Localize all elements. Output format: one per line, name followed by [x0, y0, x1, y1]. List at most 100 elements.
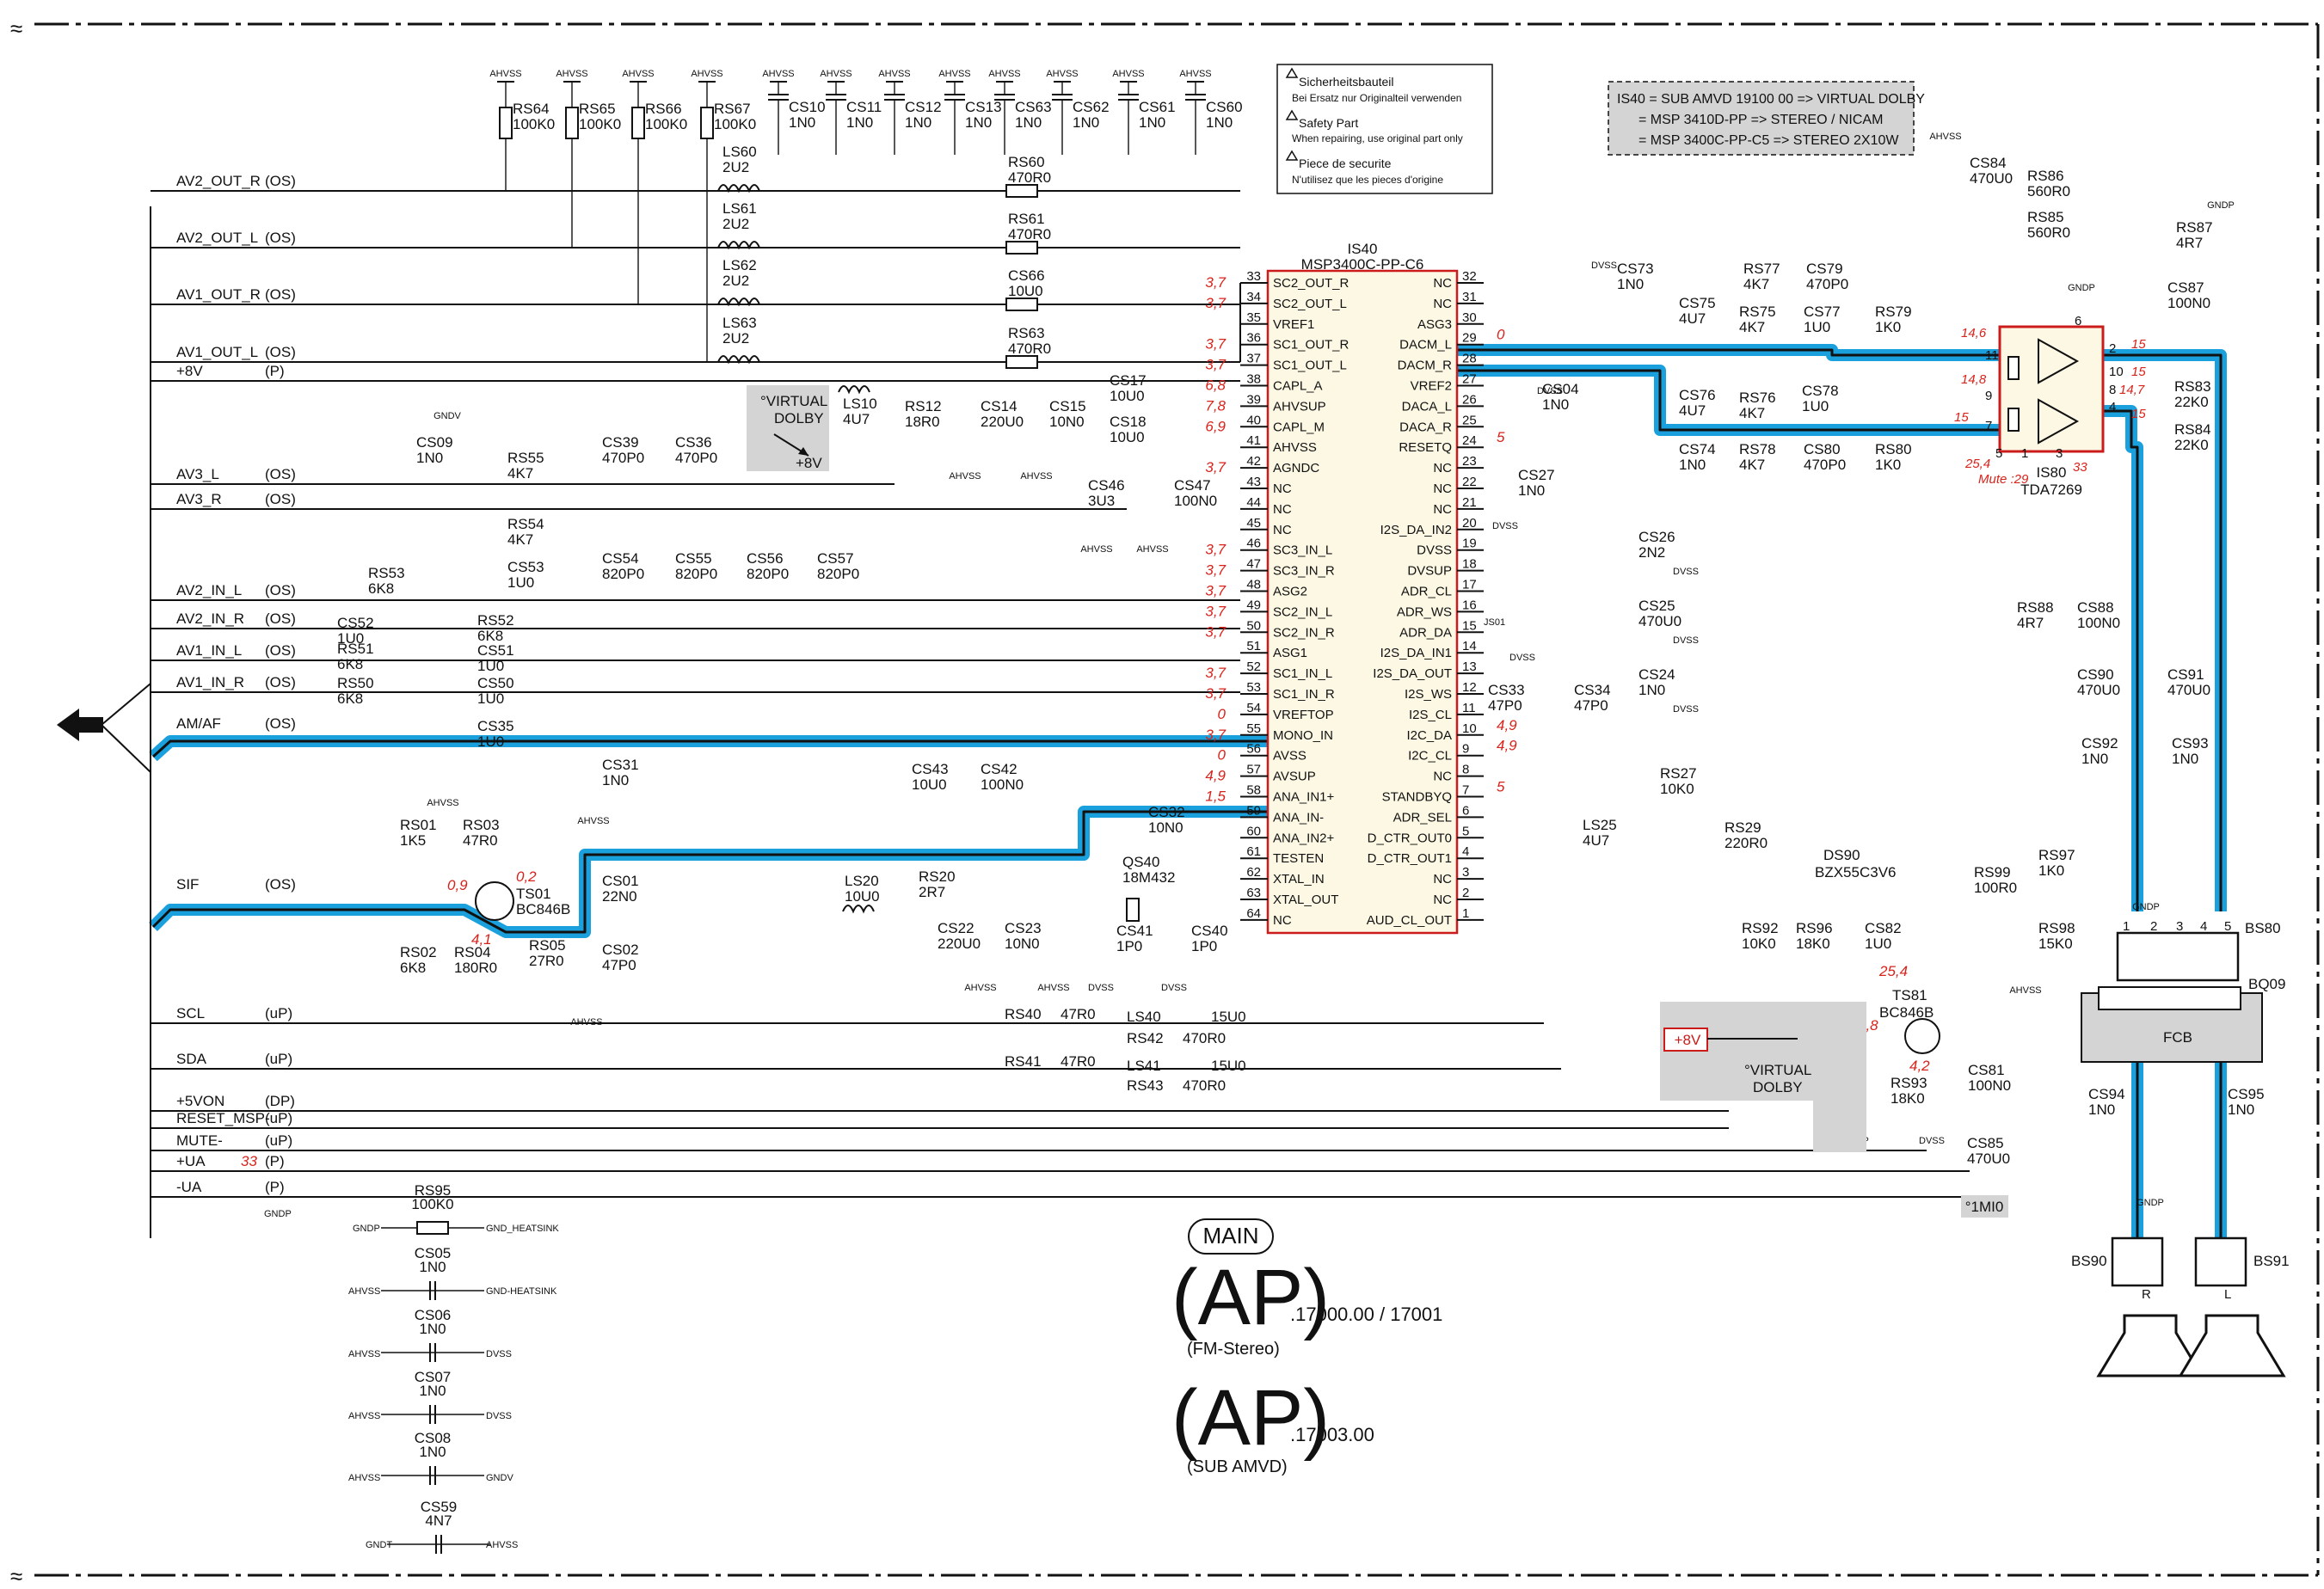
input-part-value: 1U0 — [477, 733, 504, 750]
bs91-body — [2194, 1236, 2247, 1287]
ground-label: AHVSS — [348, 1286, 380, 1297]
input-part-value: 6K8 — [368, 580, 394, 597]
input-part-ref: CS56 — [747, 550, 784, 567]
sif-part-ref: CS02 — [602, 942, 639, 958]
ic-pin-number-left: 45 — [1246, 516, 1261, 531]
signal-tag: (DP) — [265, 1093, 295, 1109]
mute-part-ref: CS82 — [1865, 920, 1902, 936]
bs90-channel: R — [2142, 1287, 2151, 1302]
ic-pin-number-right: 29 — [1462, 331, 1477, 346]
bs91-channel: L — [2224, 1287, 2231, 1302]
input-part-value: 820P0 — [675, 566, 717, 582]
right-part-value: 1N0 — [1518, 482, 1545, 499]
input-part-value: 100N0 — [981, 776, 1024, 793]
input-part-ref: CS42 — [981, 761, 1018, 777]
right-part-value: 1N0 — [1542, 396, 1569, 413]
ground-label: GND_HEATSINK — [486, 1224, 559, 1234]
ic-is40-ref: IS40 — [1348, 241, 1378, 257]
ground-label: AHVSS — [348, 1411, 380, 1421]
ground-label: DVSS — [1673, 704, 1699, 715]
ic-pin-voltage-left: 3,7 — [1205, 603, 1226, 619]
ic-pin-name-right: DVSS — [1417, 543, 1452, 558]
right-part-value: 1N0 — [1679, 457, 1706, 473]
input-part-ref: CS35 — [477, 718, 514, 734]
right-part-ref: RS78 — [1739, 441, 1776, 457]
break-mark-bottom: ≈ — [10, 1563, 22, 1589]
signal-label: AV1_OUT_R — [176, 286, 261, 303]
inductor-coil — [717, 241, 760, 250]
ground-label: AHVSS — [1112, 69, 1144, 79]
ic-pin-name-left: MONO_IN — [1273, 728, 1333, 743]
signal-label: -UA — [176, 1179, 202, 1195]
signal-tag: (OS) — [265, 582, 296, 598]
top-cap-value: 1N0 — [1139, 114, 1165, 131]
ic-pin-name-left: SC1_IN_L — [1273, 666, 1332, 681]
ic-pin-number-left: 62 — [1246, 865, 1261, 880]
ic-pin-number-right: 15 — [1462, 618, 1477, 633]
input-part-ref: CS51 — [477, 642, 514, 659]
power-part-ref: CS47 — [1174, 477, 1211, 494]
input-part-value: 1U0 — [507, 574, 534, 591]
ic-pin-number-left: 44 — [1246, 495, 1261, 510]
xtal-part-ref: CS23 — [1005, 920, 1042, 936]
ic-pin-name-left: CAPL_M — [1273, 420, 1325, 434]
variant-line-1: IS40 = SUB AMVD 19100 00 => VIRTUAL DOLB… — [1617, 92, 1925, 107]
ic-pin-voltage-left: 3,7 — [1205, 542, 1226, 558]
amp-a-symbol — [2038, 338, 2080, 384]
ic-pin-voltage-left: 3,7 — [1205, 623, 1226, 640]
power-part-ref: CS17 — [1110, 372, 1147, 389]
signal-tag: (OS) — [265, 610, 296, 627]
amp-v-supply: 33 — [2073, 460, 2087, 475]
i2c-value: 47R0 — [1061, 1006, 1096, 1022]
ic-pin-number-left: 59 — [1246, 803, 1261, 818]
signal-tag: (uP) — [265, 1051, 292, 1067]
right-part-ref: CS77 — [1804, 304, 1841, 320]
ground-label: AHVSS — [489, 69, 521, 79]
bs80-pin-3: 3 — [2176, 919, 2183, 934]
right-part-ref: RS27 — [1660, 765, 1697, 782]
right-part-ref: CS26 — [1638, 529, 1675, 545]
amp-part-value: 100N0 — [2167, 295, 2210, 311]
ic-pin-name-right: AUD_CL_OUT — [1367, 913, 1452, 928]
amp-part-ref: CS90 — [2077, 666, 2114, 683]
ground-label: AHVSS — [1020, 471, 1052, 482]
ic-pin-number-right: 28 — [1462, 352, 1477, 366]
coil-value: 2U2 — [722, 159, 749, 175]
top-cap-value: 1N0 — [965, 114, 992, 131]
ic-pin-name-right: NC — [1433, 461, 1452, 475]
mute-part-ref: RS98 — [2038, 920, 2075, 936]
ic-pin-number-right: 20 — [1462, 516, 1477, 531]
jumper-js01-label: JS01 — [1484, 617, 1505, 628]
connectors: BS80 FCB BQ09 1 2 3 4 5 BS90 BS91 R L — [2071, 919, 2290, 1377]
signal-label: AV1_IN_L — [176, 642, 242, 659]
ic-pin-number-right: 32 — [1462, 269, 1477, 284]
title-num-1: .17000.00 / 17001 — [1290, 1304, 1442, 1325]
ts01-ref: TS01 — [516, 886, 551, 902]
safety-line-6: N'utilisez que les pieces d'origine — [1292, 174, 1443, 186]
misc-value: 1N0 — [419, 1321, 446, 1337]
safety-note: Sicherheitsbauteil Bei Ersatz nur Origin… — [1276, 64, 1493, 194]
top-resistor-value: 100K0 — [579, 116, 621, 132]
right-part-value: 4U7 — [1679, 402, 1706, 419]
input-part-ref: CS09 — [416, 434, 453, 451]
ic-pin-name-left: SC1_IN_R — [1273, 687, 1335, 702]
ts01-part: BC846B — [516, 901, 570, 917]
i2c-value: 47R0 — [1061, 1053, 1096, 1070]
top-resistor-value: 100K0 — [513, 116, 555, 132]
amp-part-value: 22K0 — [2174, 394, 2209, 410]
variant-line-3: = MSP 3400C-PP-C5 => STEREO 2X10W — [1638, 133, 1899, 148]
ic-pin-name-left: ANA_IN1+ — [1273, 790, 1335, 805]
right-part-ref: CS25 — [1638, 598, 1675, 614]
input-part-value: 470P0 — [602, 450, 644, 466]
amp-part-value: 4R7 — [2176, 235, 2203, 251]
ic-pin-name-right: VREF2 — [1411, 379, 1452, 394]
signal-tag: (OS) — [265, 173, 296, 189]
top-cap-value: 1N0 — [1015, 114, 1042, 131]
ic-pin-number-right: 26 — [1462, 392, 1477, 407]
ts01-v-base: 0,9 — [447, 877, 468, 893]
ic-pin-name-left: SC1_OUT_L — [1273, 359, 1347, 373]
amp-pin-2: 2 — [2109, 341, 2116, 356]
ic-pin-voltage-left: 3,7 — [1205, 336, 1226, 353]
ic-pin-name-right: I2S_CL — [1409, 708, 1452, 722]
mute-part-value: 100R0 — [1974, 880, 2017, 896]
